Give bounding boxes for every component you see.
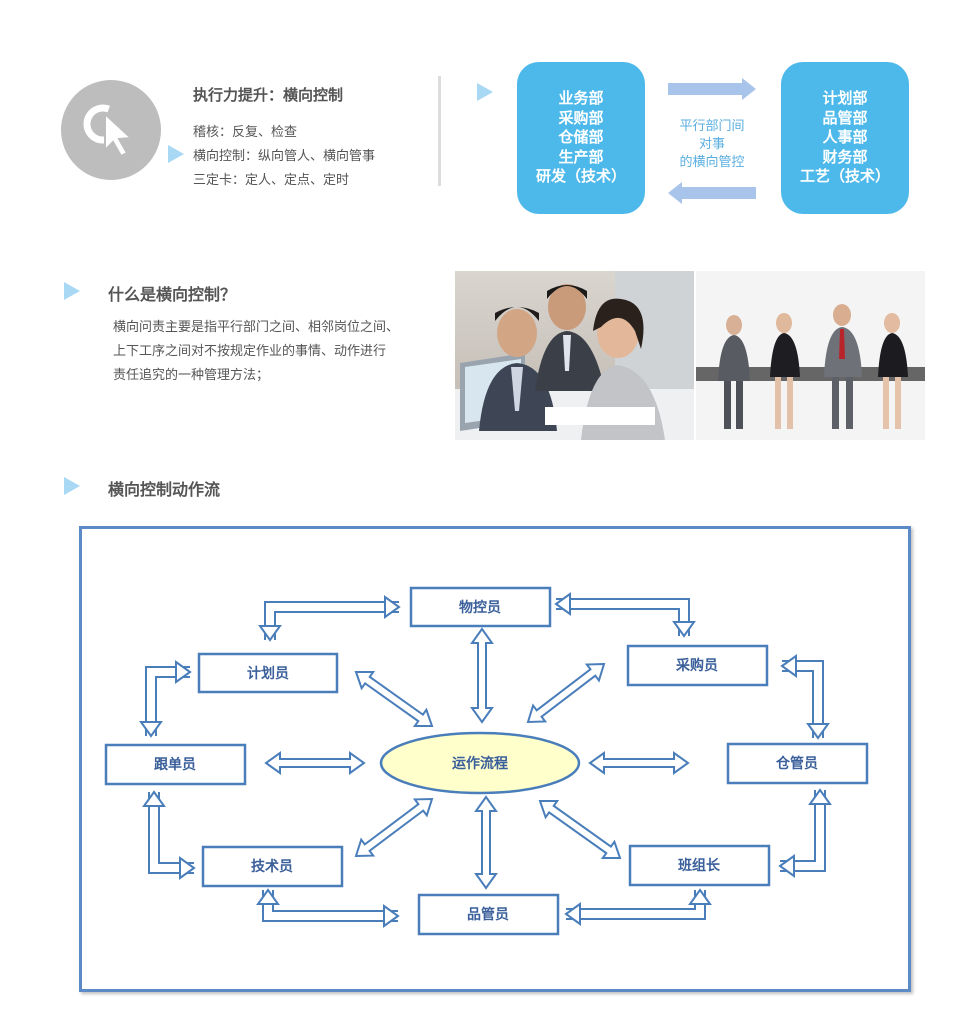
node-label-caigou: 采购员 [675, 657, 718, 674]
candidate-2 [770, 313, 800, 429]
dept-item: 工艺（技术） [799, 167, 890, 186]
logo-badge [61, 80, 161, 180]
arrow-jishu-pinguan-head [383, 904, 400, 928]
arrow-center-cangguan [588, 751, 690, 775]
arrow-wukong-caigou-head [554, 592, 571, 616]
arrow-caigou-center [526, 662, 606, 724]
arrow-center-pinguan [474, 795, 498, 890]
arrow-cangguan-banzu-head [808, 788, 832, 805]
dept-box-left: 业务部 采购部 仓储部 生产部 研发（技术） [517, 62, 645, 214]
arrow-jihua-gendan-head [139, 721, 163, 738]
arrow-jishu-center [354, 797, 434, 858]
arrow-wukong-jihua-head [384, 595, 401, 619]
pointer-icon [477, 83, 493, 101]
office-team-photo [455, 271, 694, 440]
arrow-jishu-pinguan-fill [264, 890, 398, 920]
arrow-wukong-center [470, 627, 494, 724]
arrow-gendan-jishu-head [142, 790, 166, 807]
pointer-icon [64, 477, 80, 495]
node-label-gendan: 跟单员 [154, 756, 196, 773]
intro-line-audit: 稽核：反复、检查 [193, 125, 298, 140]
candidate-1 [718, 315, 750, 429]
arrow-caigou-cangguan-head [806, 723, 830, 740]
intro-title: 执行力提升：横向控制 [193, 86, 344, 104]
node-cangguan [726, 742, 869, 785]
dept-arrows [668, 78, 756, 204]
dept-item: 生产部 [558, 147, 604, 166]
dept-box-right: 计划部 品管部 人事部 财务部 工艺（技术） [781, 62, 909, 214]
arrow-wukong-jihua [264, 601, 399, 640]
pointer-icon [64, 282, 80, 300]
intro-line-card: 三定卡：定人、定点、定时 [193, 173, 350, 188]
section-title-flow: 横向控制动作流 [108, 480, 221, 499]
candidate-3 [824, 304, 862, 429]
arrow-gendan-center [264, 751, 366, 775]
node-jihua [197, 652, 339, 694]
node-label-banzu: 班组长 [678, 857, 721, 874]
node-pinguan [417, 893, 560, 936]
node-label-wukong: 物控员 [459, 599, 501, 616]
arrow-gendan-jishu-head [179, 856, 196, 880]
arrow-jishu-pinguan-head [256, 888, 280, 905]
dept-relation-text: 平行部门间 对事 的横向管控 [679, 119, 745, 170]
flow-diagram-frame [79, 526, 911, 992]
dept-item: 采购部 [558, 108, 604, 127]
right-arrow-icon [668, 78, 756, 100]
interview-candidates-photo [696, 271, 925, 440]
dept-item: 仓储部 [558, 128, 604, 147]
node-label-jishu: 技术员 [251, 858, 293, 875]
node-jishu [201, 845, 344, 888]
arrow-cangguan-banzu-head [778, 854, 795, 878]
arrow-jihua-gendan-head [175, 660, 192, 684]
intro-line-control: 横向控制：纵向管人、横向管事 [193, 149, 376, 164]
arrow-jihua-center [354, 670, 434, 728]
node-banzu [628, 844, 771, 887]
dept-item: 财务部 [822, 147, 868, 166]
arrow-center-banzu [538, 799, 622, 860]
pointer-icon [168, 145, 184, 163]
dept-item: 业务部 [558, 89, 604, 108]
arrow-banzu-pinguan-fill [566, 890, 704, 918]
dept-item: 人事部 [822, 128, 868, 147]
dept-item: 研发（技术） [535, 167, 626, 186]
dept-item: 品管部 [822, 108, 868, 127]
arrow-banzu-pinguan-head [564, 902, 581, 926]
node-label-jihua: 计划员 [247, 665, 289, 682]
node-label-pinguan: 品管员 [467, 906, 509, 923]
arrow-caigou-cangguan-head [780, 654, 797, 678]
node-label-cangguan: 仓管员 [775, 755, 818, 772]
node-caigou [626, 644, 769, 687]
section-body-what-is: 横向问责主要是指平行部门之间、相邻岗位之间、 上下工序之间对不按规定作业的事情、… [113, 320, 400, 383]
node-gendan [104, 743, 247, 786]
center-process-node [379, 731, 581, 795]
left-arrow-icon [668, 182, 756, 204]
divider [438, 76, 441, 186]
dept-item: 计划部 [822, 89, 868, 108]
cursor-click-icon [83, 104, 134, 158]
arrow-wukong-jihua-head [258, 625, 282, 642]
candidate-4 [878, 313, 908, 429]
section-title-what-is: 什么是横向控制？ [108, 285, 237, 304]
node-wukong [409, 586, 552, 628]
arrow-wukong-caigou-head [672, 621, 696, 638]
arrow-wukong-caigou [556, 598, 690, 636]
arrow-banzu-pinguan-head [688, 888, 712, 905]
center-process-label: 运作流程 [452, 755, 508, 772]
